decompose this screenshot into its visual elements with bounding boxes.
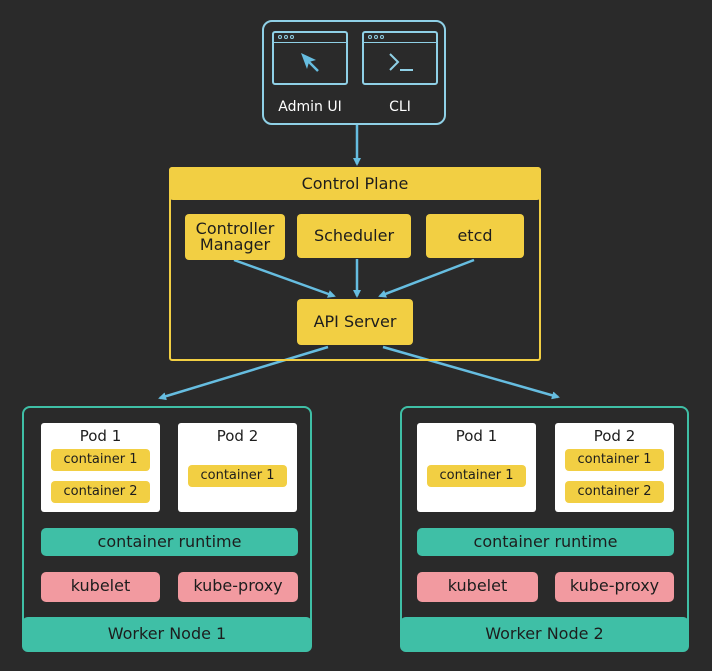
worker-node-title: Worker Node 1 xyxy=(22,617,312,652)
cli-label: CLI xyxy=(389,99,411,115)
arrow-api-server-to-worker-node-2 xyxy=(382,345,560,400)
api-server-label: API Server xyxy=(313,312,397,331)
kubelet-box: kubelet xyxy=(41,572,160,602)
controller-manager-label: Controller Manager xyxy=(195,219,275,254)
pod-2: Pod 2 container 1 xyxy=(178,423,297,512)
pod-1: Pod 1 container 1 xyxy=(417,423,536,512)
pod-title: Pod 2 xyxy=(216,427,259,445)
container-runtime-bar: container runtime xyxy=(41,528,298,556)
container-runtime-bar: container runtime xyxy=(417,528,674,556)
pod-title: Pod 2 xyxy=(593,427,636,445)
etcd-label: etcd xyxy=(457,226,493,245)
arrow-api-server-to-worker-node-1 xyxy=(158,345,329,401)
etcd-box: etcd xyxy=(426,214,524,258)
container-chip: container 1 xyxy=(188,465,287,487)
scheduler-box: Scheduler xyxy=(297,214,411,258)
kube-proxy-box: kube-proxy xyxy=(555,572,674,602)
kube-proxy-box: kube-proxy xyxy=(178,572,298,602)
pod-2: Pod 2 container 1 container 2 xyxy=(555,423,674,512)
kubelet-box: kubelet xyxy=(417,572,538,602)
control-plane-title: Control Plane xyxy=(169,167,541,200)
worker-node-2: Pod 1 container 1 Pod 2 container 1 cont… xyxy=(400,406,689,652)
pod-1: Pod 1 container 1 container 2 xyxy=(41,423,160,512)
scheduler-label: Scheduler xyxy=(313,226,395,245)
container-chip: container 1 xyxy=(565,449,664,471)
api-server-box: API Server xyxy=(297,299,413,345)
admin-ui-label: Admin UI xyxy=(278,99,342,115)
container-chip: container 2 xyxy=(51,481,150,503)
cli-window xyxy=(362,31,438,85)
worker-node-1: Pod 1 container 1 container 2 Pod 2 cont… xyxy=(22,406,312,652)
container-chip: container 1 xyxy=(427,465,526,487)
container-chip: container 2 xyxy=(565,481,664,503)
pod-title: Pod 1 xyxy=(79,427,122,445)
arrow-controller-manager-to-api-server xyxy=(233,258,336,298)
terminal-prompt-icon xyxy=(389,53,413,71)
clients-box: Admin UI CLI xyxy=(262,20,446,125)
worker-node-title: Worker Node 2 xyxy=(400,617,689,652)
controller-manager-box: Controller Manager xyxy=(185,214,285,260)
cursor-icon xyxy=(301,53,319,72)
pod-title: Pod 1 xyxy=(455,427,498,445)
container-chip: container 1 xyxy=(51,449,150,471)
admin-ui-window xyxy=(272,31,348,85)
arrow-etcd-to-api-server xyxy=(378,258,475,298)
